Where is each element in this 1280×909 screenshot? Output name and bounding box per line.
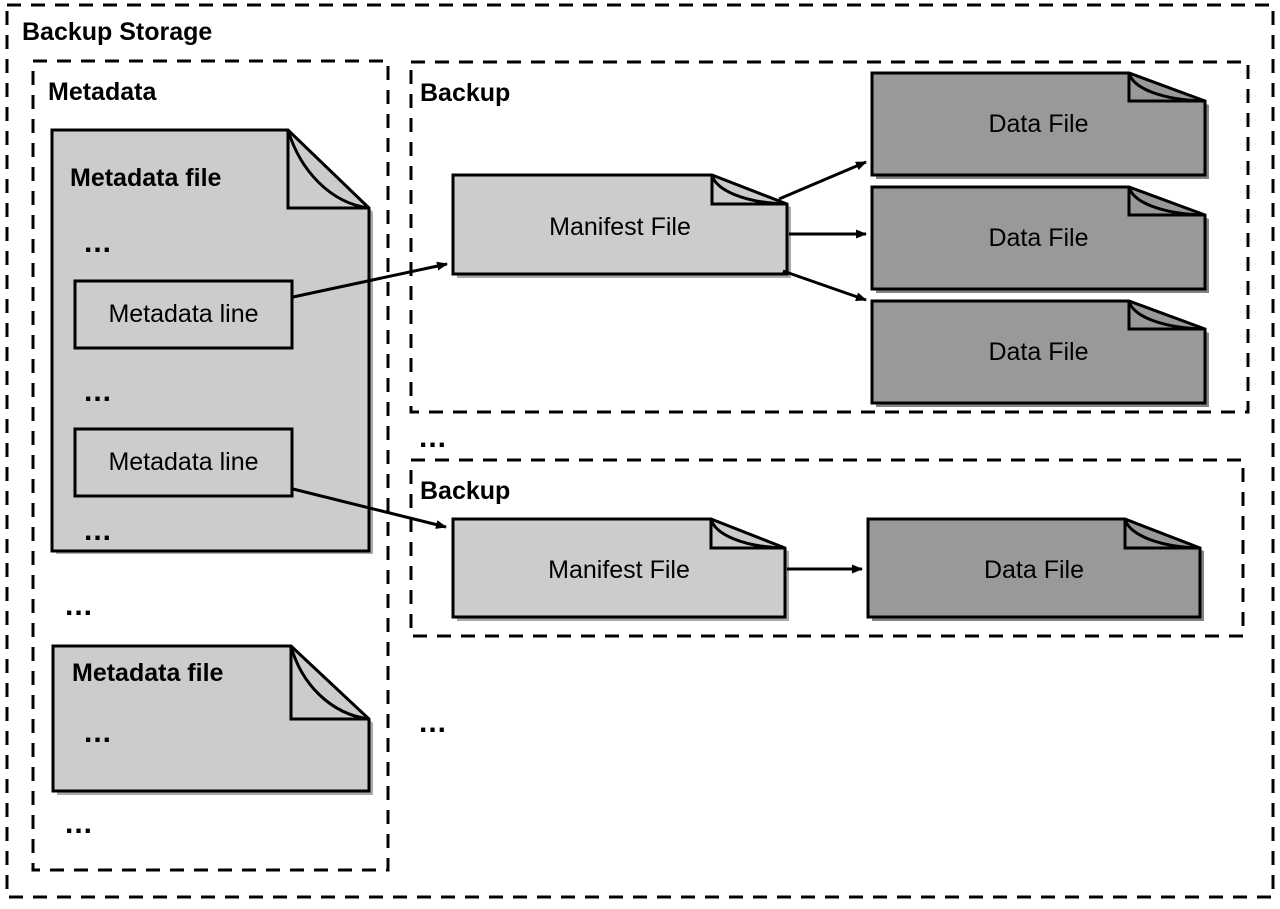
metadata-ellipsis-between-files: ... — [65, 589, 94, 622]
arrow-metadata-line-1-to-manifest-1 — [292, 261, 448, 299]
backup-region-1-label: Backup — [420, 79, 511, 107]
metadata-file-2-title: Metadata file — [72, 659, 224, 687]
metadata-line-2-label: Metadata line — [108, 448, 259, 476]
metadata-file-1-ellipsis-middle: ... — [84, 375, 113, 408]
manifest-file-1-label: Manifest File — [549, 213, 691, 241]
metadata-region-box — [31, 59, 390, 872]
metadata-file-2-shape — [51, 644, 373, 795]
manifest-file-2-label: Manifest File — [548, 556, 690, 584]
data-file-1-3-shape — [870, 299, 1209, 407]
arrow-manifest-1-to-data-file-1-3 — [782, 269, 867, 302]
metadata-file-1-title: Metadata file — [70, 164, 222, 192]
metadata-region-label: Metadata — [48, 78, 157, 106]
metadata-file-2-ellipsis-top: ... — [84, 716, 113, 749]
arrow-metadata-line-2-to-manifest-2 — [292, 487, 447, 529]
data-file-1-2-label: Data File — [988, 224, 1089, 252]
data-file-1-2-shape — [870, 185, 1209, 293]
data-file-1-3-label: Data File — [988, 338, 1089, 366]
data-file-2-1-shape — [866, 517, 1204, 621]
backups-ellipsis-after: ... — [419, 706, 448, 739]
metadata-line-1-box — [73, 279, 294, 350]
metadata-file-1-ellipsis-bottom: ... — [84, 514, 113, 547]
metadata-ellipsis-after-files: ... — [65, 807, 94, 840]
backup-region-1-box — [409, 60, 1250, 414]
page-title: Backup Storage — [22, 18, 213, 46]
metadata-line-1-label: Metadata line — [108, 300, 259, 328]
manifest-file-2-shape — [451, 517, 789, 621]
data-file-2-1-label: Data File — [983, 556, 1085, 584]
metadata-line-2-box — [73, 427, 294, 498]
data-file-1-1-label: Data File — [988, 110, 1089, 138]
metadata-file-1-ellipsis-top: ... — [84, 226, 113, 259]
backup-region-2-label: Backup — [420, 477, 511, 505]
data-file-1-1-shape — [870, 71, 1209, 179]
arrow-manifest-1-to-data-file-1-1 — [778, 160, 867, 201]
outer-container-backup-storage — [5, 3, 1275, 899]
backup-region-2-box — [409, 458, 1245, 638]
backups-ellipsis-between: ... — [419, 421, 448, 454]
manifest-file-1-shape — [451, 173, 791, 278]
